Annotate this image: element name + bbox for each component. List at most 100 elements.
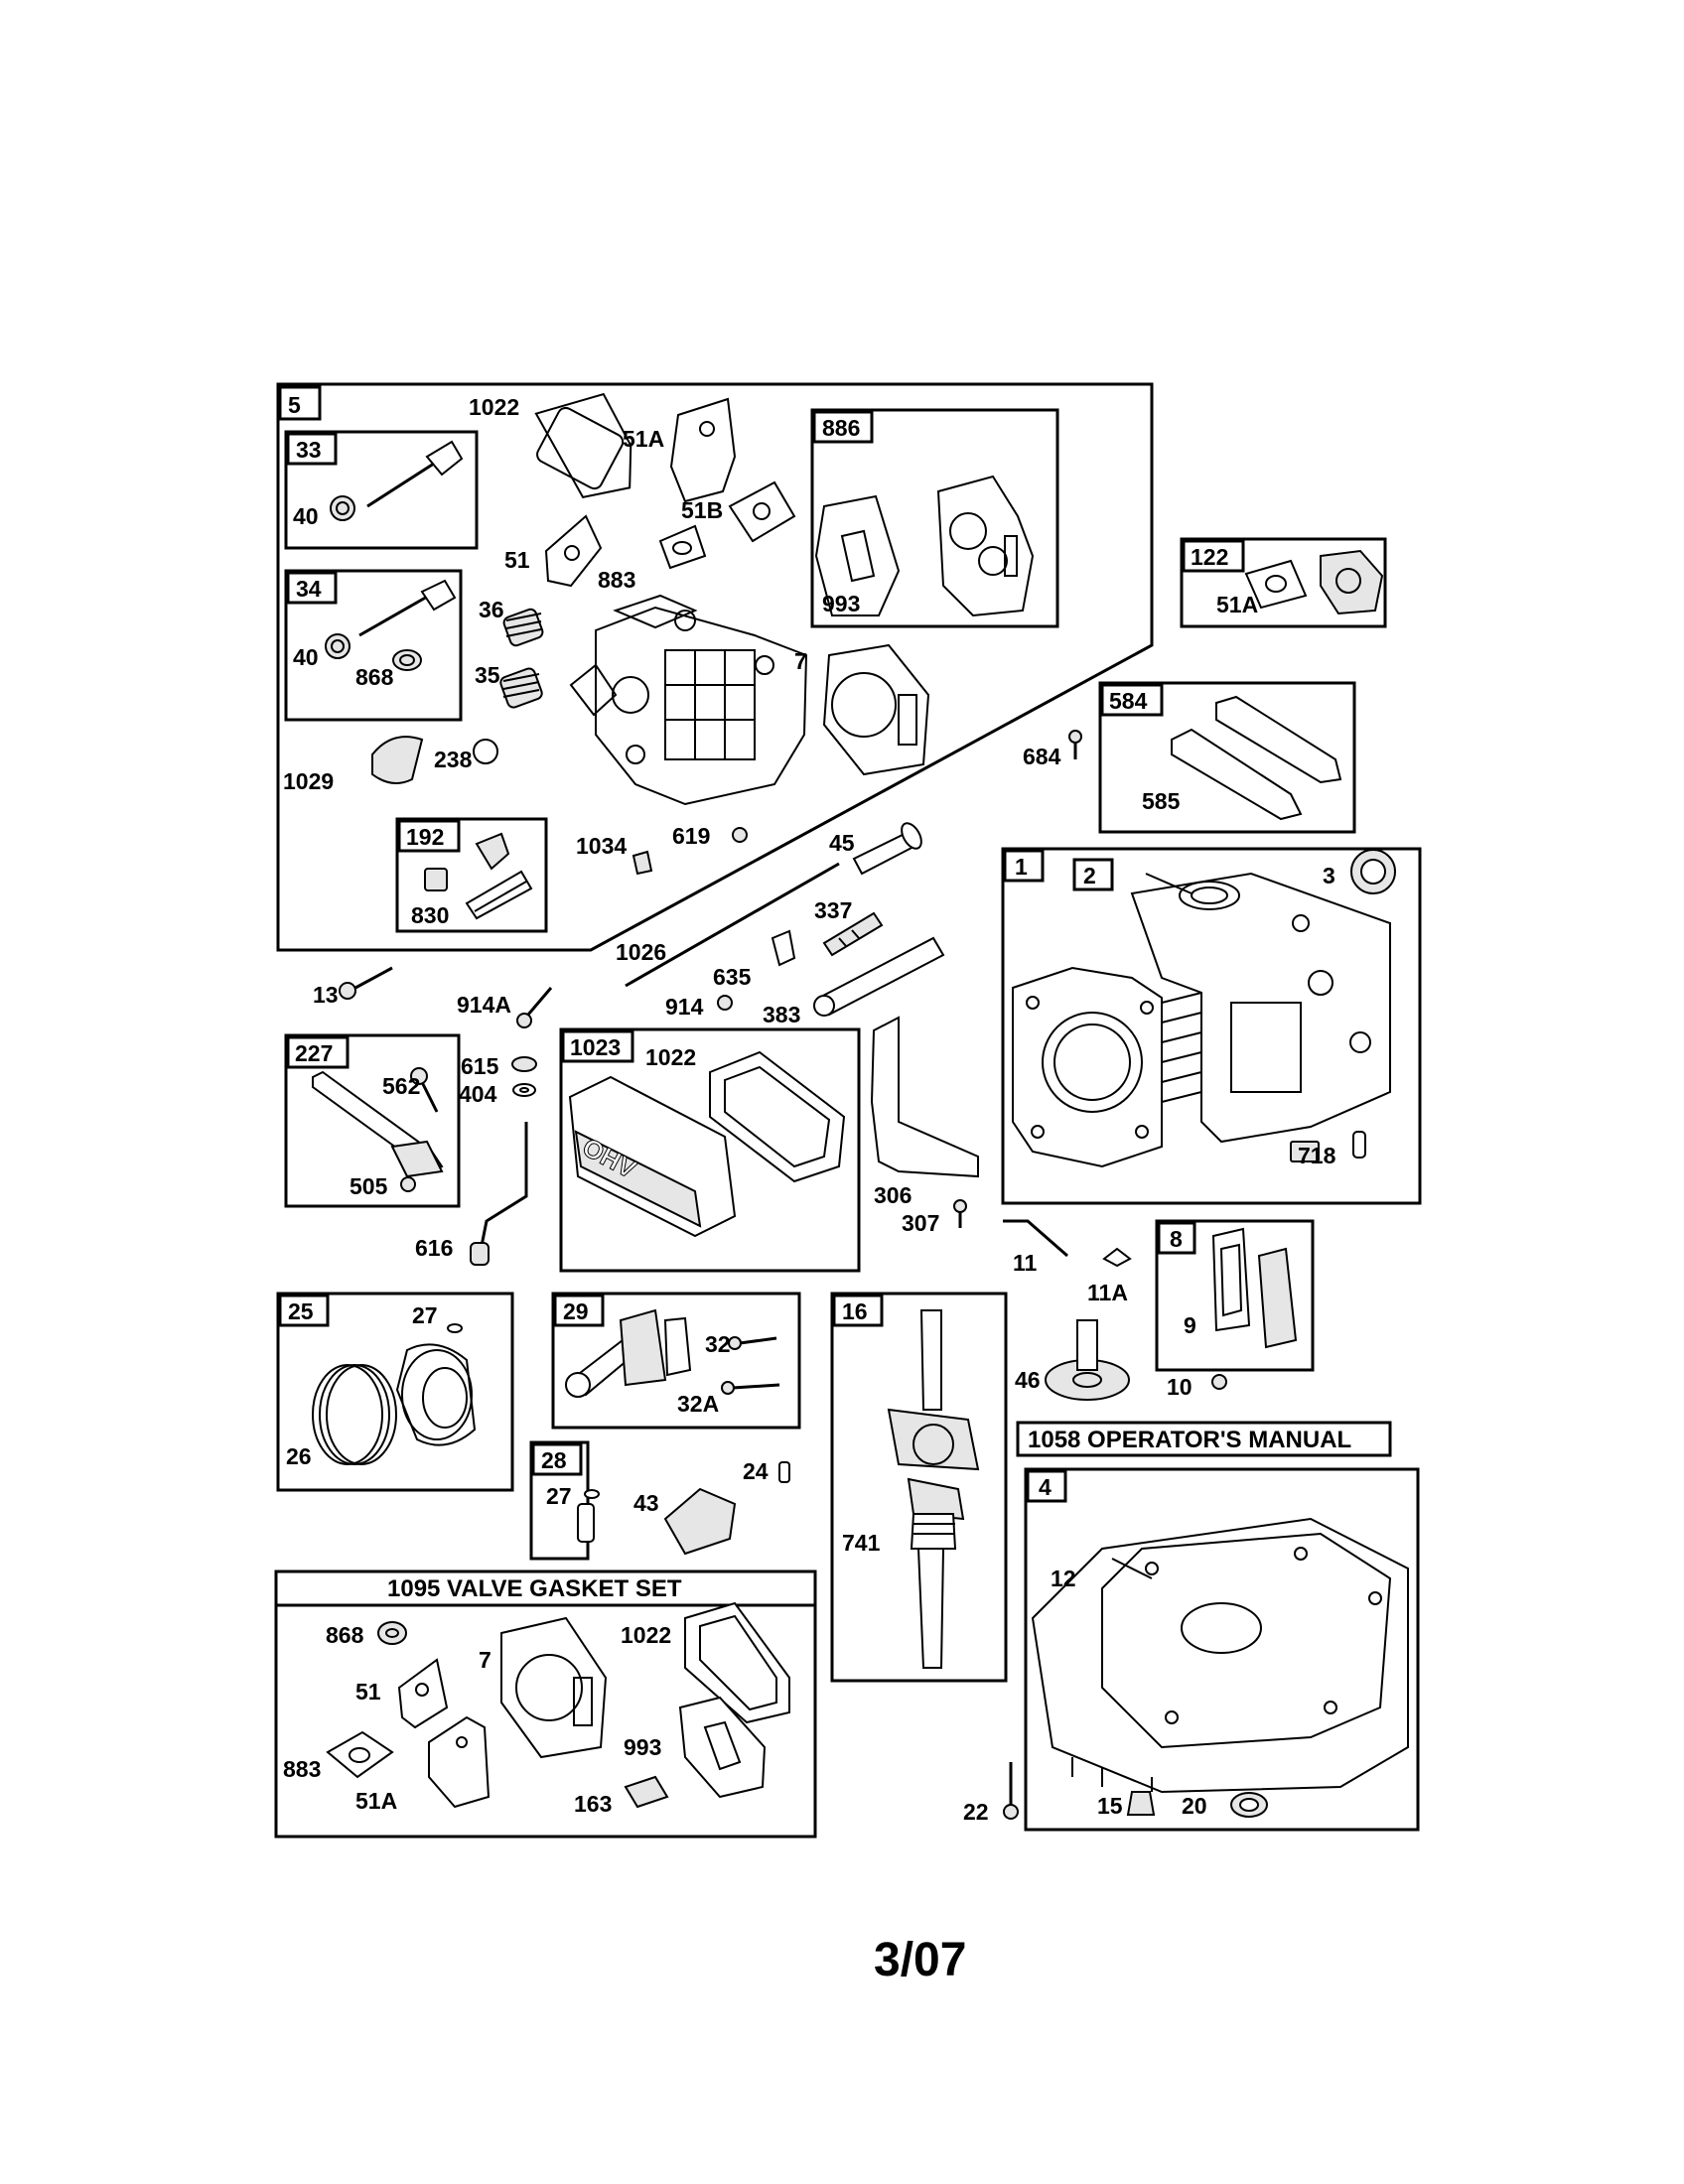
- label-22: 22: [963, 1799, 989, 1825]
- label-1022-cover: 1022: [645, 1044, 696, 1070]
- clip-1034: [632, 850, 653, 876]
- label-11A: 11A: [1087, 1280, 1128, 1305]
- label-32: 32: [705, 1331, 731, 1357]
- frame-25: [276, 1292, 514, 1492]
- gasket-set-886: [814, 475, 1035, 617]
- label-306: 306: [874, 1182, 912, 1208]
- piston-pin-28: [577, 1489, 600, 1543]
- label-51-top: 51: [504, 547, 530, 573]
- frame-192: [395, 817, 548, 933]
- crankcase-cover-4: [1031, 1517, 1409, 1794]
- box-number-584: 584: [1109, 688, 1148, 714]
- frame-28: [529, 1440, 590, 1561]
- drain-plug-15: [1126, 1791, 1156, 1816]
- label-383: 383: [763, 1002, 800, 1027]
- label-993-set: 993: [624, 1734, 661, 1760]
- push-rod-45: [852, 822, 922, 876]
- governor-parts-615-404: [511, 1056, 537, 1097]
- label-12: 12: [1051, 1566, 1076, 1591]
- box-number-tabs: 5 33 34 886 192 122 584 1 2 227 1023 8 2…: [278, 385, 1245, 1503]
- box-number-5: 5: [288, 392, 301, 418]
- label-163: 163: [574, 1791, 612, 1817]
- gasket-883-top: [658, 524, 707, 570]
- label-46: 46: [1015, 1367, 1041, 1393]
- crankshaft-16: [887, 1309, 980, 1669]
- clip-11A: [1102, 1247, 1132, 1268]
- fitting-635: [771, 929, 796, 967]
- frame-227: [284, 1033, 461, 1208]
- label-307: 307: [902, 1210, 939, 1236]
- exhaust-valve-33: [330, 440, 464, 521]
- intake-adapter-122: [1244, 549, 1384, 615]
- label-7-top: 7: [794, 648, 807, 674]
- box-number-1: 1: [1015, 854, 1028, 880]
- page-code: 3/07: [874, 1934, 966, 1986]
- rocker-cover-gasket-1022-top: [534, 392, 632, 499]
- box-number-33: 33: [296, 437, 322, 463]
- label-32A: 32A: [677, 1391, 719, 1417]
- label-914: 914: [665, 994, 704, 1020]
- part-drawings: OHV: [312, 392, 1409, 1820]
- valve-spring-35: [499, 667, 543, 709]
- label-10: 10: [1167, 1374, 1193, 1400]
- push-rod-1026: [625, 862, 840, 988]
- gasket-51-top: [544, 514, 603, 588]
- frame-1095: [274, 1570, 817, 1839]
- plug-238: [473, 739, 498, 764]
- label-635: 635: [713, 964, 752, 990]
- valve-spring-36: [502, 608, 544, 647]
- label-35: 35: [475, 662, 500, 688]
- valve-gasket-set-contents: [326, 1601, 790, 1809]
- label-684: 684: [1023, 744, 1061, 769]
- box-number-4: 4: [1039, 1474, 1052, 1500]
- box-number-28: 28: [541, 1447, 567, 1473]
- label-1034: 1034: [576, 833, 627, 859]
- label-45: 45: [829, 830, 855, 856]
- valve-gasket-set-title: 1095 VALVE GASKET SET: [387, 1575, 682, 1602]
- pin-24: [778, 1461, 790, 1483]
- label-883-set: 883: [283, 1756, 321, 1782]
- box-number-8: 8: [1170, 1226, 1183, 1252]
- label-615: 615: [461, 1053, 499, 1079]
- label-3: 3: [1323, 863, 1335, 888]
- label-868-set: 868: [326, 1622, 364, 1648]
- frame-5: [276, 382, 1154, 952]
- box-number-29: 29: [563, 1298, 589, 1324]
- label-11: 11: [1013, 1250, 1038, 1276]
- frame-8: [1155, 1219, 1315, 1372]
- label-914A: 914A: [457, 992, 511, 1018]
- frame-1023: [559, 1027, 861, 1273]
- bolt-22: [1003, 1762, 1019, 1820]
- leader-lines: [1111, 873, 1193, 1579]
- governor-43: [663, 1487, 737, 1556]
- label-51A-top: 51A: [623, 426, 664, 452]
- frame-16: [830, 1292, 1008, 1683]
- governor-link-616: [470, 1122, 528, 1266]
- intake-valve-34: [325, 579, 457, 671]
- box-number-886: 886: [822, 415, 860, 441]
- label-51A-122: 51A: [1216, 592, 1258, 617]
- gasket-51B: [728, 480, 796, 543]
- bolt-914A: [516, 987, 553, 1028]
- label-619: 619: [672, 823, 710, 849]
- operators-manual-title: 1058 OPERATOR'S MANUAL: [1028, 1427, 1351, 1453]
- screw-10: [1211, 1374, 1227, 1390]
- label-993-top: 993: [822, 591, 860, 616]
- intake-gasket-51A-top: [669, 397, 737, 503]
- frame-4: [1024, 1467, 1420, 1832]
- label-883-top: 883: [598, 567, 635, 593]
- box-number-122: 122: [1191, 544, 1228, 570]
- label-505: 505: [350, 1173, 388, 1199]
- oil-seal-20: [1230, 1792, 1268, 1818]
- breather-1029: [371, 736, 424, 784]
- cam-gear-46: [1045, 1319, 1130, 1401]
- bracket-306: [870, 1016, 979, 1178]
- label-13: 13: [313, 982, 339, 1008]
- nut-914: [717, 995, 733, 1011]
- frame-886: [810, 408, 1059, 628]
- label-1022-set: 1022: [621, 1622, 671, 1648]
- label-51A-set: 51A: [355, 1788, 397, 1814]
- label-238: 238: [434, 747, 473, 772]
- label-585: 585: [1142, 788, 1181, 814]
